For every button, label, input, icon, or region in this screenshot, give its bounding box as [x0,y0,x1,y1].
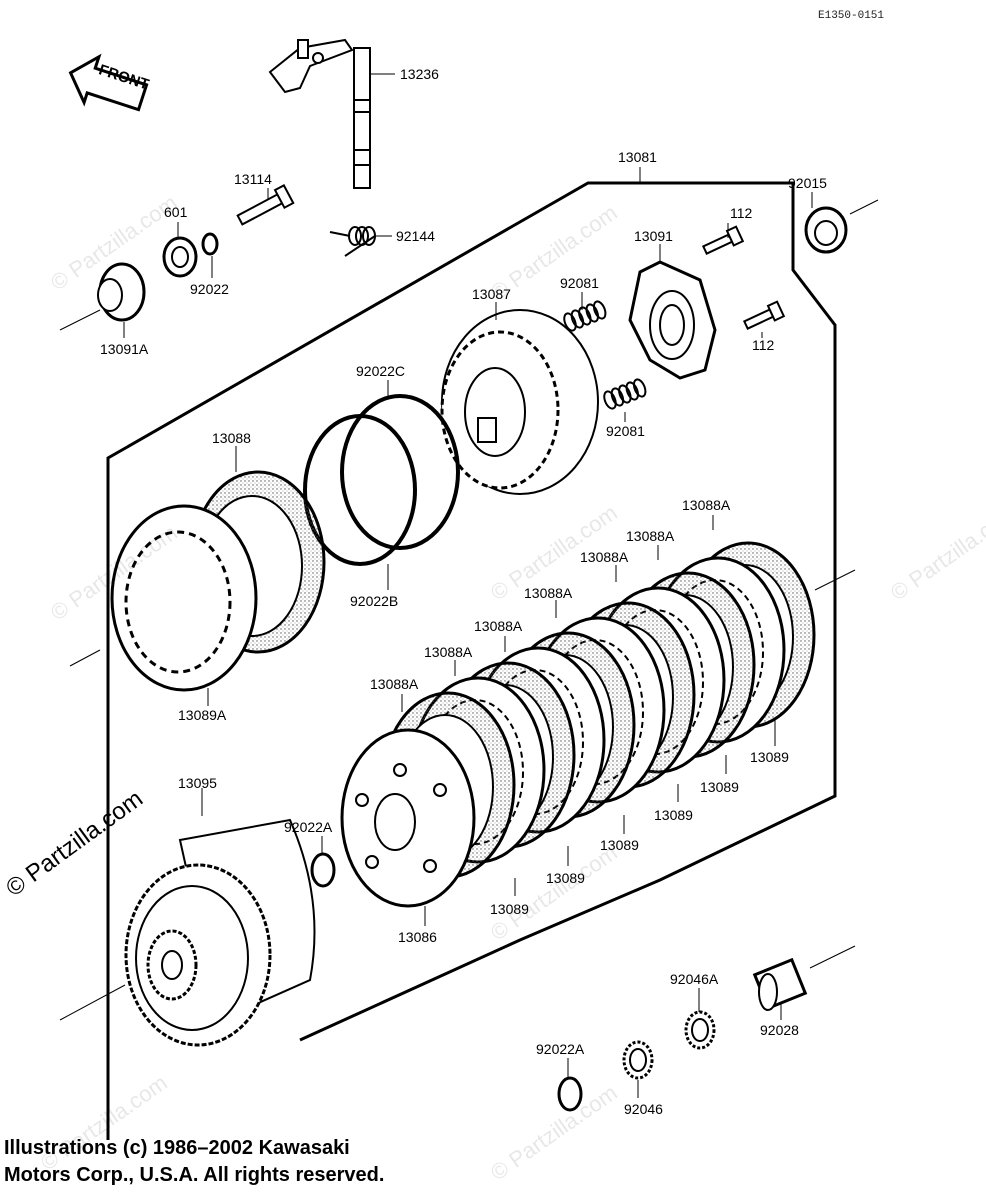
part-label-13088A-3: 13088A [580,549,629,565]
leader-lines [123,73,813,1098]
part-label-92022A-top: 92022A [284,819,333,835]
ring-92022B-icon [303,414,417,566]
diagram-code: E1350-0151 [818,10,885,22]
part-label-92022: 92022 [190,281,229,297]
part-label-13089-3: 13089 [654,807,693,823]
bolt-112-bottom-icon [742,300,786,330]
part-label-13114: 13114 [234,171,272,187]
part-label-13091A: 13091A [100,341,149,357]
part-label-13086: 13086 [398,929,437,945]
part-label-92144: 92144 [396,228,435,244]
bearing-92046A-icon [684,1010,716,1050]
copyright-line-2: Motors Corp., U.S.A. All rights reserved… [4,1164,385,1186]
bearing-601-icon [162,236,198,278]
part-label-92015: 92015 [788,175,827,191]
part-label-13089-4: 13089 [600,837,639,853]
part-label-92081-top: 92081 [560,275,599,291]
assembly-outline [106,181,837,1140]
part-label-13088A-4: 13088A [524,585,573,601]
axis-line [814,569,856,591]
clutch-hub-13087-icon [440,309,599,495]
part-label-92046A: 92046A [670,971,719,987]
part-label-13095: 13095 [178,775,217,791]
bolt-112-top-icon [701,225,745,255]
front-arrow-icon [68,53,149,112]
part-label-13081: 13081 [618,149,657,165]
part-label-13089-5: 13089 [546,870,585,886]
sleeve-92028-icon [752,957,808,1011]
nut-92015-icon [804,206,848,254]
washer-92022A-bottom-icon [557,1076,583,1112]
part-label-13087: 13087 [472,286,511,302]
axis-line [59,984,126,1021]
part-label-13088: 13088 [212,430,251,446]
steel-plate-13089A-icon [110,504,258,692]
ring-92022C-icon [340,394,460,550]
part-label-13088A-2: 13088A [626,528,675,544]
pressure-plate-13091-icon [628,260,717,380]
washer-92022-icon [201,232,219,256]
part-label-13088A-6: 13088A [424,644,473,660]
part-label-13089-6: 13089 [490,901,529,917]
part-label-112-top: 112 [730,205,753,221]
part-label-13236: 13236 [400,66,439,82]
part-label-13089A: 13089A [178,707,227,723]
part-label-92022B: 92022B [350,593,399,609]
part-label-601: 601 [164,204,188,220]
axis-line [849,199,879,215]
part-label-13088A-7: 13088A [370,676,419,692]
part-label-92081-bottom: 92081 [606,423,645,439]
part-label-13088A-5: 13088A [474,618,523,634]
spring-92144-icon [329,226,376,257]
axis-line [59,309,101,331]
axis-line [69,649,101,667]
spring-92081-bottom-icon [603,378,647,410]
part-label-13091: 13091 [634,228,673,244]
bolt-13114-icon [236,183,295,226]
spring-92081-top-icon [563,300,607,332]
bearing-92046-icon [622,1040,654,1080]
part-label-13088A-1: 13088A [682,497,731,513]
part-label-13089-1: 13089 [750,749,789,765]
lever-13236-icon [268,38,371,189]
part-label-92022A-bottom: 92022A [536,1041,585,1057]
part-label-112-bottom: 112 [752,337,775,353]
clutch-housing-13095-icon [124,818,316,1047]
part-label-13089-2: 13089 [700,779,739,795]
washer-92022A-top-icon [310,852,336,888]
part-label-92028: 92028 [760,1022,799,1038]
collar-13091A-icon [97,262,146,322]
part-label-92046: 92046 [624,1101,663,1117]
copyright-line-1: Illustrations (c) 1986–2002 Kawasaki [4,1137,350,1159]
pressure-plate-13086-icon [340,728,476,908]
axis-line [809,945,856,969]
part-label-92022C: 92022C [356,363,406,379]
